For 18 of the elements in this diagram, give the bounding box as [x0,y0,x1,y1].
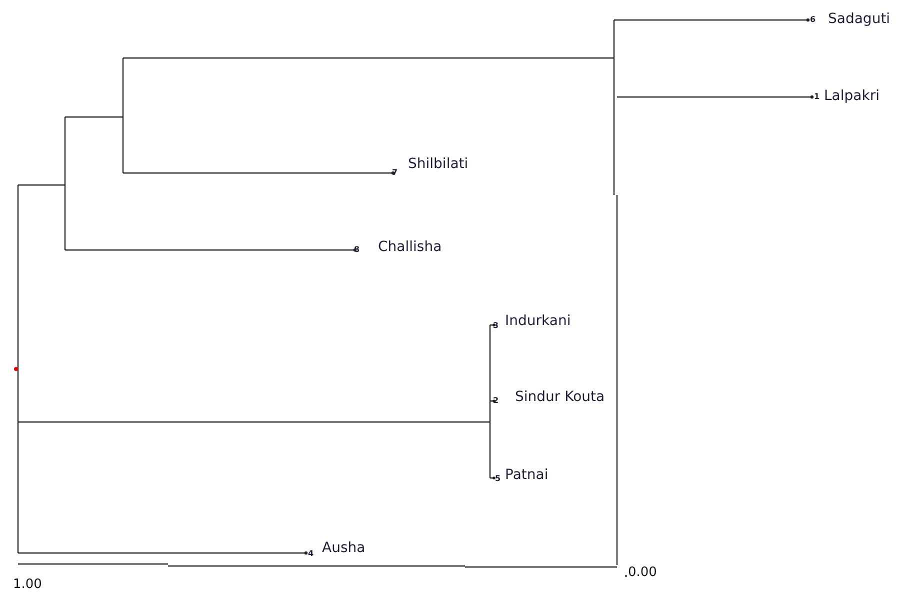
leaf-label: Challisha [378,240,442,254]
leaf-label: Sindur Kouta [515,390,605,404]
leaf-number: 7 [392,169,398,177]
leaf-number: 3 [493,322,499,330]
leaf-label: Ausha [322,541,366,555]
leaf-number: 6 [810,16,816,24]
leaf-number: 5 [495,475,501,483]
leaf-number: 2 [493,397,499,405]
scale-label: 1.00 [13,578,42,591]
leaf-label: Patnai [505,468,548,482]
leaf-number: 4 [308,550,314,558]
scale-label: 0.00 [628,566,657,579]
leaf-label: Indurkani [505,314,571,328]
leaf-number: 8 [354,246,360,254]
leaf-label: Lalpakri [824,89,880,103]
leaf-label: Sadaguti [828,12,890,26]
leaf-label: Shilbilati [408,157,468,171]
leaf-number: 1 [814,93,820,101]
